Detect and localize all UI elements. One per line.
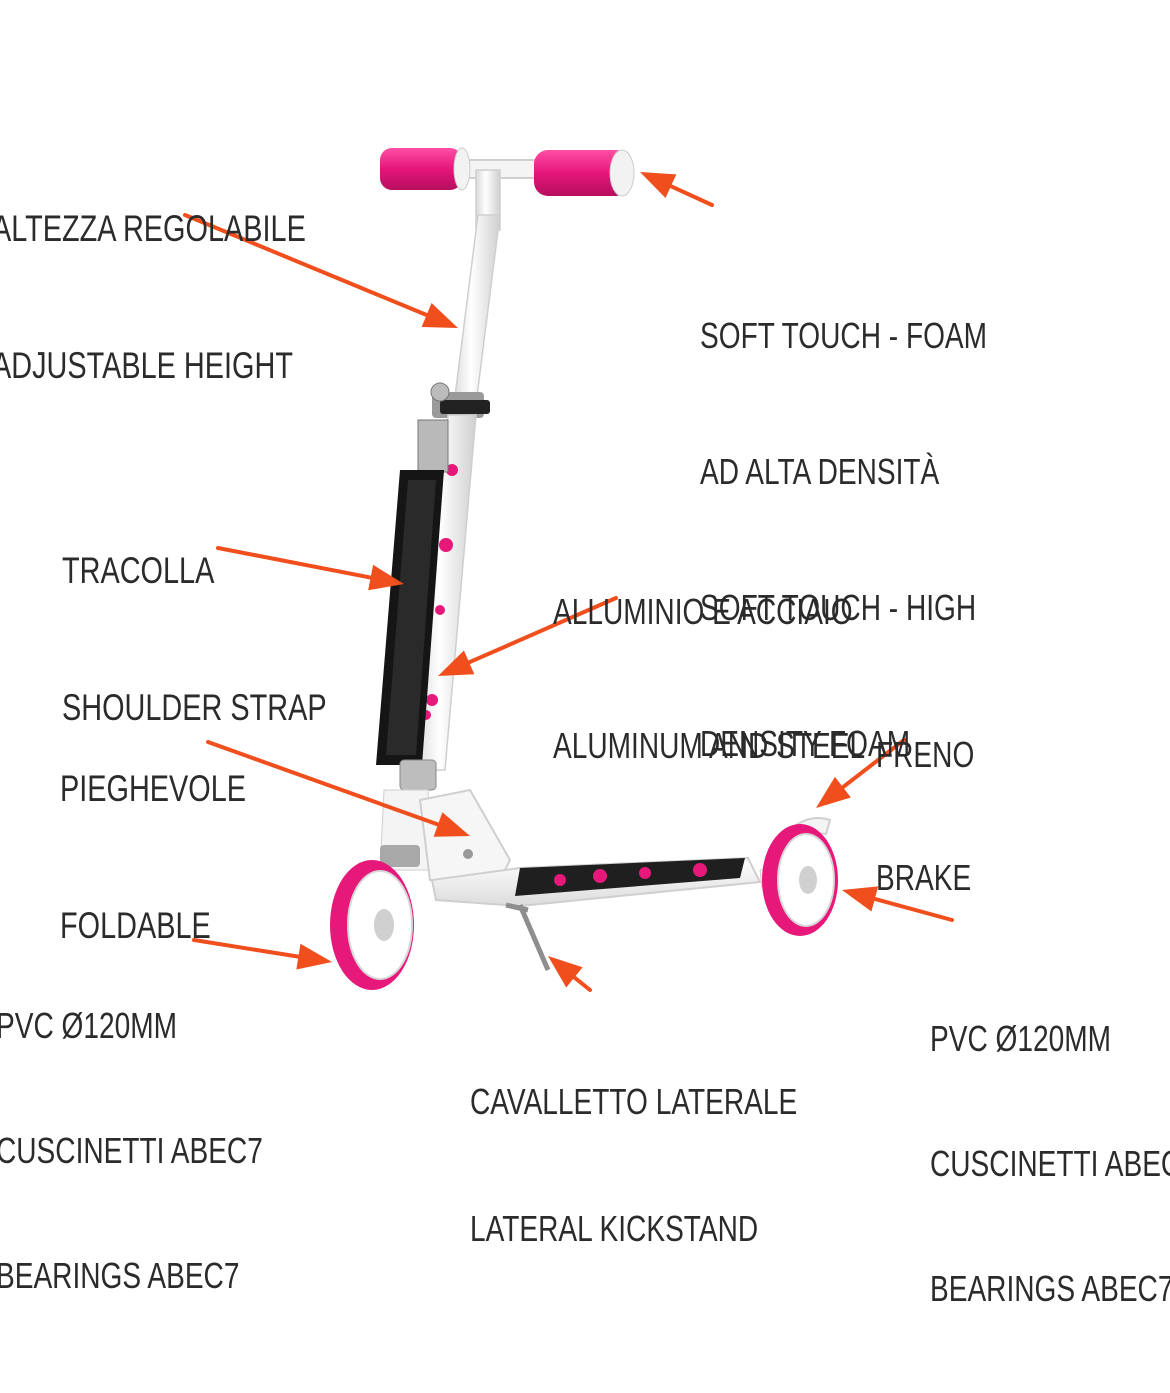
label-line: PVC Ø120MM <box>0 1004 178 1046</box>
label-line: SOFT TOUCH - HIGH <box>700 586 977 628</box>
label-line: PVC Ø120MM <box>930 1017 1112 1059</box>
steering-pole <box>414 214 501 771</box>
label-foldable: PIEGHEVOLE FOLDABLE <box>60 674 246 1041</box>
kick-scooter-illustration <box>183 147 954 992</box>
arrow-shoulder-strap <box>216 546 404 591</box>
label-text-en: BRAKE <box>876 857 972 899</box>
front-wheel <box>330 860 414 990</box>
label-rear-wheel: PVC Ø120MM CUSCINETTI ABEC7 BEARINGS ABE… <box>930 934 1170 1393</box>
arrow-material <box>438 596 618 676</box>
label-text-it: ALTEZZA REGOLABILE <box>0 207 306 249</box>
label-line: BEARINGS ABEC7 <box>930 1268 1170 1309</box>
label-soft-touch-grips: SOFT TOUCH - FOAM AD ALTA DENSITÀ SOFT T… <box>700 222 987 857</box>
kickstand <box>505 902 551 971</box>
label-line: CUSCINETTI ABEC7 <box>930 1142 1170 1184</box>
label-kickstand: CAVALLETTO LATERALE LATERAL KICKSTAND <box>470 996 797 1336</box>
label-brake: FRENO BRAKE <box>876 652 974 980</box>
label-line: AD ALTA DENSITÀ <box>700 450 940 492</box>
label-text-it: PIEGHEVOLE <box>60 767 247 809</box>
shoulder-strap <box>376 419 449 765</box>
rear-wheel <box>762 817 838 936</box>
arrow-adjustable-height <box>183 213 458 328</box>
arrow-foldable <box>206 740 470 837</box>
arrow-kickstand <box>548 956 592 992</box>
arrow-rear-wheel <box>842 886 954 922</box>
label-text-en: ADJUSTABLE HEIGHT <box>0 345 293 387</box>
label-line: BEARINGS ABEC7 <box>0 1255 240 1296</box>
label-shoulder-strap: TRACOLLA SHOULDER STRAP <box>62 456 327 823</box>
left-grip <box>380 147 471 191</box>
label-line: CUSCINETTI ABEC7 <box>0 1129 263 1171</box>
label-line: SOFT TOUCH - FOAM <box>700 314 988 356</box>
callout-arrows <box>183 172 954 992</box>
arrow-soft-touch <box>640 172 714 207</box>
label-text-en: LATERAL KICKSTAND <box>470 1208 759 1250</box>
label-text-en: ALUMINUM AND STEEL <box>553 725 866 767</box>
label-front-wheel: PVC Ø120MM CUSCINETTI ABEC7 BEARINGS ABE… <box>0 921 263 1380</box>
label-material: ALLUMINIO E ACCIAIO ALUMINUM AND STEEL <box>553 501 865 858</box>
label-text-en: SHOULDER STRAP <box>62 687 327 729</box>
label-text-it: CAVALLETTO LATERALE <box>470 1080 798 1122</box>
right-grip <box>534 149 635 197</box>
label-adjustable-height: ALTEZZA REGOLABILE ADJUSTABLE HEIGHT <box>0 114 306 481</box>
label-line: DENSITY FOAM <box>700 722 911 764</box>
label-text-it: ALLUMINIO E ACCIAIO <box>553 591 853 633</box>
label-text-it: TRACOLLA <box>62 549 215 591</box>
label-text-en: FOLDABLE <box>60 905 211 947</box>
handlebar <box>380 147 635 231</box>
arrow-brake <box>816 738 906 808</box>
label-text-it: FRENO <box>876 734 975 776</box>
product-infographic: ALTEZZA REGOLABILE ADJUSTABLE HEIGHT SOF… <box>0 114 1170 1309</box>
deck <box>430 856 811 908</box>
arrow-front-wheel <box>192 938 332 970</box>
